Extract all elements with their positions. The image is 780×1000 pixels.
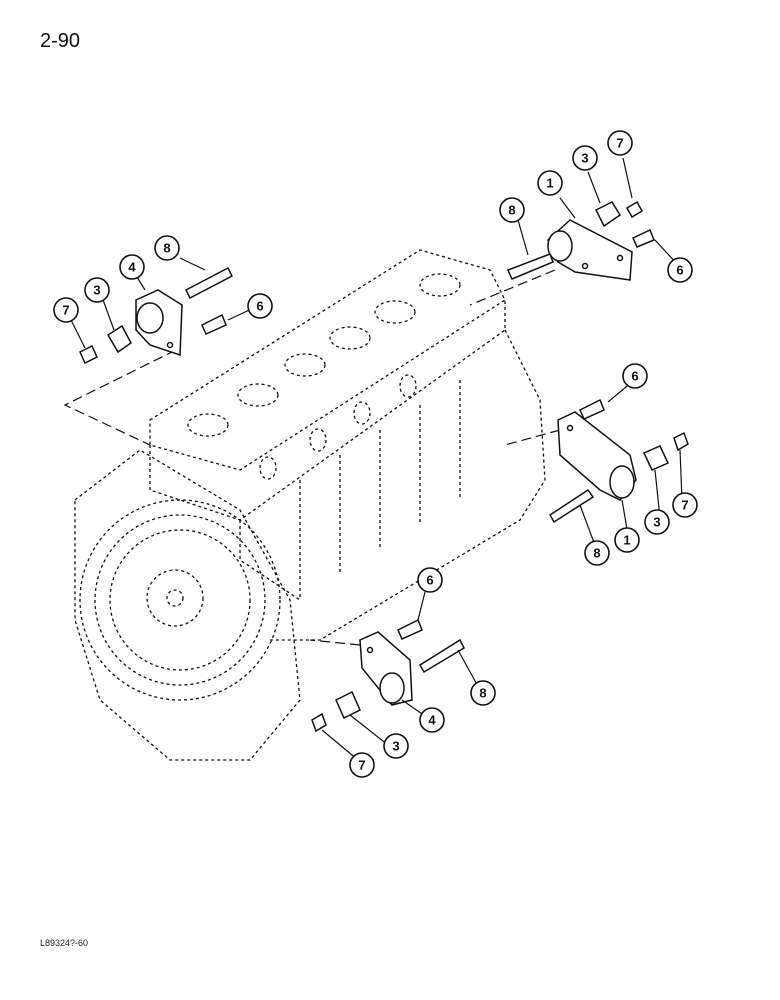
callout-3-lower: 3 bbox=[383, 733, 409, 759]
svg-text:8: 8 bbox=[593, 546, 600, 561]
svg-text:6: 6 bbox=[631, 369, 638, 384]
callout-1-upper-right: 1 bbox=[537, 170, 563, 196]
svg-text:8: 8 bbox=[508, 203, 515, 218]
callout-3-mid-right: 3 bbox=[644, 509, 670, 535]
svg-text:7: 7 bbox=[62, 303, 69, 318]
svg-text:3: 3 bbox=[653, 515, 660, 530]
svg-text:7: 7 bbox=[616, 136, 623, 151]
callout-8-upper-right: 8 bbox=[499, 197, 525, 223]
rubber-insulator-lower bbox=[335, 690, 361, 720]
svg-text:3: 3 bbox=[93, 283, 100, 298]
bracket-bushing-upper-right bbox=[547, 230, 573, 262]
rubber-insulator-upper-right bbox=[594, 201, 622, 228]
callout-8-mid-right: 8 bbox=[584, 540, 610, 566]
svg-text:4: 4 bbox=[128, 260, 136, 275]
bolt-lower bbox=[418, 638, 465, 674]
washer-bolt-upper-right bbox=[632, 228, 655, 248]
callout-3-upper-right: 3 bbox=[572, 145, 598, 171]
callout-1-mid-right: 1 bbox=[614, 527, 640, 553]
lower-mount bbox=[311, 618, 465, 733]
svg-text:3: 3 bbox=[392, 739, 399, 754]
bolt-upper-right bbox=[506, 253, 554, 280]
svg-text:7: 7 bbox=[358, 758, 365, 773]
svg-text:1: 1 bbox=[623, 533, 630, 548]
svg-text:6: 6 bbox=[426, 573, 433, 588]
nut-upper-right bbox=[625, 200, 644, 219]
svg-text:4: 4 bbox=[428, 713, 436, 728]
washer-bolt-upper-left bbox=[201, 313, 227, 335]
callout-6-lower: 6 bbox=[417, 567, 443, 593]
callout-4-lower: 4 bbox=[419, 707, 445, 733]
upper-left-mount bbox=[79, 266, 233, 365]
callout-6-upper-right: 6 bbox=[667, 257, 693, 283]
callout-6-mid-right: 6 bbox=[622, 363, 648, 389]
svg-text:8: 8 bbox=[479, 686, 486, 701]
callout-4-upper-left: 4 bbox=[119, 254, 145, 280]
callout-7-upper-right: 7 bbox=[607, 130, 633, 156]
upper-right-mount bbox=[506, 200, 655, 281]
washer-bolt-mid-right bbox=[579, 398, 605, 420]
callout-7-lower: 7 bbox=[349, 752, 375, 778]
svg-text:8: 8 bbox=[163, 241, 170, 256]
nut-lower bbox=[311, 712, 327, 733]
svg-text:6: 6 bbox=[676, 263, 683, 278]
rubber-insulator-upper-left bbox=[106, 324, 132, 354]
callout-7-mid-right: 7 bbox=[672, 492, 698, 518]
callout-6-upper-left: 6 bbox=[247, 293, 273, 319]
svg-text:3: 3 bbox=[581, 151, 588, 166]
callout-7-upper-left: 7 bbox=[53, 297, 79, 323]
svg-text:6: 6 bbox=[256, 299, 263, 314]
rubber-insulator-mid-right bbox=[642, 445, 670, 471]
nut-mid-right bbox=[673, 431, 689, 452]
svg-text:7: 7 bbox=[681, 498, 688, 513]
callout-3-upper-left: 3 bbox=[84, 277, 110, 303]
callout-8-upper-left: 8 bbox=[154, 235, 180, 261]
bolt-upper-left bbox=[185, 266, 233, 300]
figure-code: L89324?-60 bbox=[40, 938, 89, 948]
alignment-lines bbox=[63, 269, 561, 646]
washer-bolt-lower bbox=[397, 618, 423, 640]
bolt-mid-right bbox=[548, 488, 595, 524]
page-number: 2-90 bbox=[40, 30, 81, 52]
engine-block bbox=[74, 249, 546, 761]
svg-text:1: 1 bbox=[546, 176, 553, 191]
mid-right-mount bbox=[548, 398, 689, 524]
nut-upper-left bbox=[79, 344, 98, 365]
callout-8-lower: 8 bbox=[470, 680, 496, 706]
